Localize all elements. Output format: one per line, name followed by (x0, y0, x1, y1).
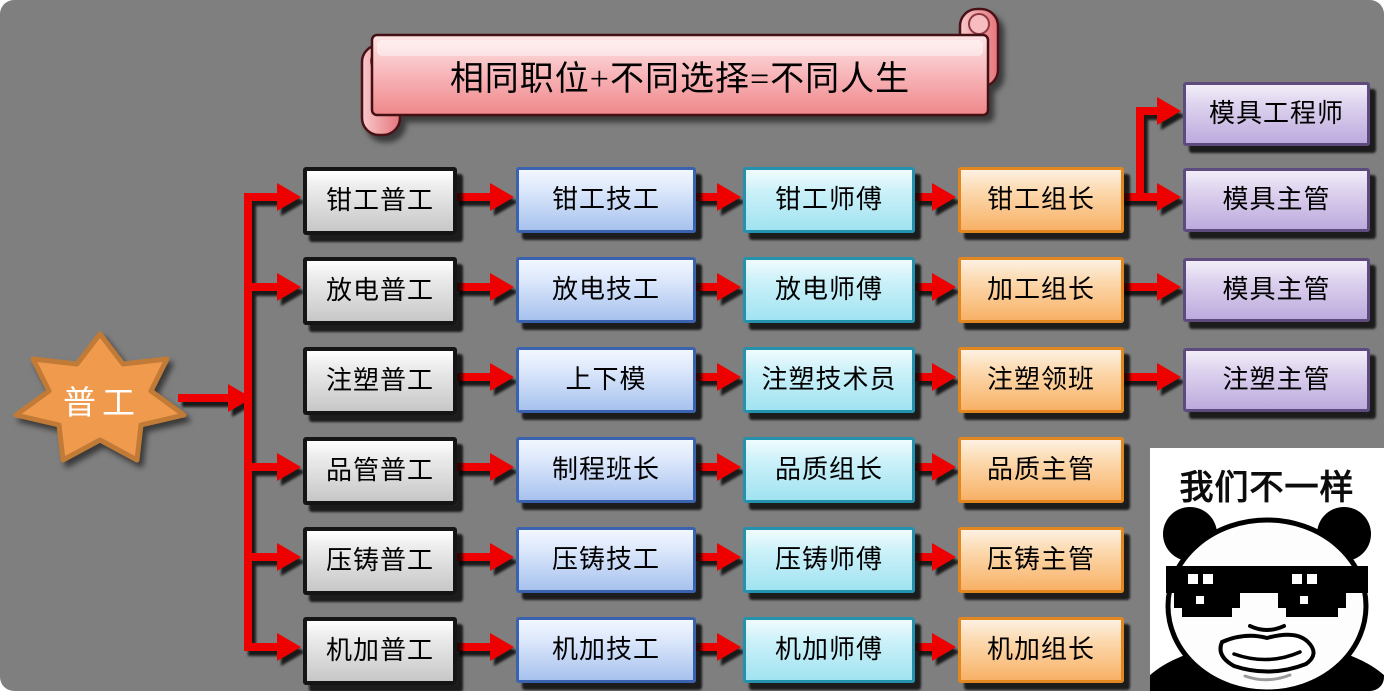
starburst-shape (13, 331, 187, 463)
row0-step0-box: 钳工普工 (303, 167, 457, 235)
scroll-ribbon-shape (360, 7, 1000, 137)
row2-step3-box: 注塑领班 (958, 347, 1124, 413)
meme-caption: 我们不一样 (1179, 469, 1355, 507)
start-label: 普工 (63, 386, 141, 422)
panda-sunglasses-meme-icon (1150, 507, 1384, 691)
row4-step2-box: 压铸师傅 (743, 527, 915, 593)
row3-step2-box: 品质组长 (743, 437, 915, 503)
row4-step1-box: 压铸技工 (516, 527, 696, 593)
start-star: 普工 (10, 330, 194, 470)
row3-step3-box: 品质主管 (958, 437, 1124, 503)
row0-step2-box: 钳工师傅 (743, 167, 915, 233)
row0-outcome0-box: 模具工程师 (1183, 82, 1370, 146)
banner-title: 相同职位+不同选择=不同人生 (449, 60, 911, 98)
row2-step2-box: 注塑技术员 (743, 347, 915, 413)
row1-outcome0-box: 模具主管 (1183, 258, 1370, 322)
row5-step2-box: 机加师傅 (743, 617, 915, 683)
row2-outcome0-box: 注塑主管 (1183, 348, 1370, 412)
row5-step3-box: 机加组长 (958, 617, 1124, 683)
row2-step1-box: 上下模 (516, 347, 696, 413)
banner-ribbon: 相同职位+不同选择=不同人生 (350, 5, 1010, 150)
pixel-sunglasses-icon (1166, 566, 1368, 617)
row1-step1-box: 放电技工 (516, 257, 696, 323)
row0-step3-box: 钳工组长 (958, 167, 1124, 233)
meme-panel: 我们不一样 (1150, 448, 1384, 691)
row3-step1-box: 制程班长 (516, 437, 696, 503)
row2-step0-box: 注塑普工 (303, 347, 457, 415)
row1-step0-box: 放电普工 (303, 257, 457, 325)
row0-outcome1-box: 模具主管 (1183, 168, 1370, 232)
row4-step0-box: 压铸普工 (303, 527, 457, 595)
row0-step1-box: 钳工技工 (516, 167, 696, 233)
row3-step0-box: 品管普工 (303, 437, 457, 505)
row5-step0-box: 机加普工 (303, 617, 457, 685)
row1-step2-box: 放电师傅 (743, 257, 915, 323)
row1-step3-box: 加工组长 (958, 257, 1124, 323)
row5-step1-box: 机加技工 (516, 617, 696, 683)
row4-step3-box: 压铸主管 (958, 527, 1124, 593)
